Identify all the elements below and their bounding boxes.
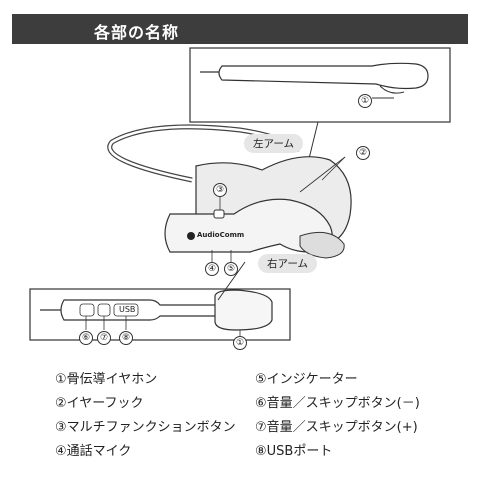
legend-item: ②イヤーフック [55,396,144,411]
earpiece-right [299,231,345,259]
legend-item: ⑧USBポート [255,444,333,459]
marker-8: ⑧ [119,331,133,345]
legend-item: ①骨伝導イヤホン [55,372,158,387]
marker-5: ⑤ [224,262,238,276]
marker-1-top: ① [358,94,372,108]
legend-item: ⑤インジケーター [255,372,358,387]
marker-2: ② [356,146,370,160]
marker-1-bottom: ① [233,336,247,350]
brand-label: AudioComm [197,231,245,239]
legend-item: ⑦音量／スキップボタン(+) [255,420,418,435]
marker-6: ⑥ [79,331,93,345]
zoom-bottom-earpiece [214,289,273,331]
plus-button [97,303,111,317]
marker-3: ③ [213,183,227,197]
page-title: 各部の名称 [94,23,180,42]
marker-7: ⑦ [97,331,111,345]
title-bar: 各部の名称 [12,14,468,44]
brand-logo-icon [187,232,195,240]
zoom-top-earpiece [218,62,429,90]
marker-4: ④ [205,262,219,276]
usb-label: USB [119,305,136,314]
multifunction-button [213,209,225,219]
minus-button [79,303,95,317]
legend-item: ③マルチファンクションボタン [55,420,236,435]
legend-item: ⑥音量／スキップボタン(－) [255,396,420,411]
right-arm-label: 右アーム [258,254,318,273]
legend-item: ④通話マイク [55,444,132,459]
left-arm-label: 左アーム [244,134,304,153]
